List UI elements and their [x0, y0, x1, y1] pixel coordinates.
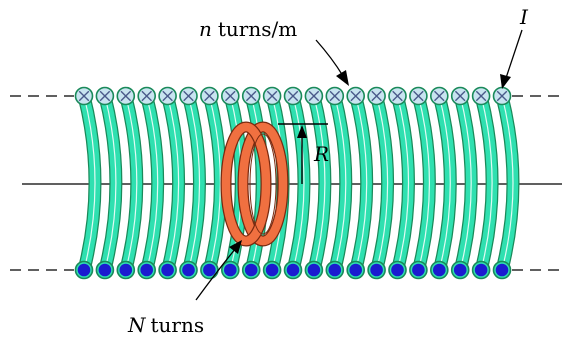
cross-mark	[371, 90, 382, 102]
wire-out-of-page-dot	[307, 263, 321, 277]
cross-mark	[413, 90, 424, 102]
wire-out-of-page-dot	[265, 263, 279, 277]
search-coil	[220, 121, 289, 247]
winding-turn-highlight	[355, 95, 368, 271]
cross-mark	[329, 90, 341, 102]
winding-turn-highlight	[208, 95, 221, 271]
winding-turn-highlight	[167, 95, 180, 271]
cross-mark	[350, 90, 361, 102]
cross-mark	[99, 90, 111, 102]
winding-turn-highlight	[459, 95, 472, 271]
wire-out-of-page-dot	[182, 263, 195, 277]
turn-density-symbol: n	[199, 17, 212, 41]
cross-mark	[245, 90, 257, 102]
coil-turns-symbol: N	[127, 313, 147, 337]
winding-turn-highlight	[438, 95, 451, 271]
wire-out-of-page-dot	[77, 263, 91, 277]
winding-turn-highlight	[146, 95, 159, 271]
solenoid-windings	[77, 89, 520, 277]
wire-out-of-page-dot	[119, 263, 133, 277]
wire-out-of-page-dot	[224, 263, 237, 277]
cross-mark	[287, 90, 299, 102]
coil-turns-unit: turns	[151, 313, 205, 337]
cross-mark	[225, 90, 236, 102]
current-arrowhead	[500, 74, 511, 89]
search-coil-back-ring-fill	[238, 122, 288, 246]
wire-out-of-page-dot	[412, 263, 425, 277]
wire-out-of-page-dot	[203, 263, 216, 277]
turn-density-unit: turns/m	[218, 17, 297, 41]
wire-out-of-page-dot	[349, 263, 363, 277]
winding-turn-highlight	[125, 95, 138, 271]
cross-mark	[392, 90, 403, 102]
wire-out-of-page-dot	[244, 263, 258, 277]
winding-turn-highlight	[104, 95, 117, 271]
cross-mark	[162, 90, 173, 102]
current-label: I	[519, 5, 529, 29]
wire-out-of-page-dot	[474, 263, 488, 277]
cross-mark	[434, 90, 445, 102]
cross-mark	[120, 90, 132, 102]
current-out-of-page-row	[74, 260, 512, 280]
wire-out-of-page-dot	[98, 263, 112, 277]
cross-mark	[204, 90, 215, 102]
winding-turn-highlight	[417, 95, 430, 271]
wire-out-of-page-dot	[391, 263, 404, 277]
winding-turn-highlight	[83, 95, 96, 271]
cross-mark	[475, 90, 487, 102]
current-into-page-row	[74, 86, 512, 106]
wire-out-of-page-dot	[286, 263, 300, 277]
cross-mark	[454, 90, 466, 102]
winding-turn-highlight	[187, 95, 201, 271]
cross-mark	[183, 90, 194, 102]
wire-out-of-page-dot	[370, 263, 383, 277]
cross-mark	[266, 90, 278, 102]
turn-density-arrowhead	[336, 70, 349, 86]
cross-mark	[308, 90, 320, 102]
wire-out-of-page-dot	[328, 263, 342, 277]
current-pointer	[505, 29, 523, 79]
radius-label: R	[313, 142, 329, 166]
wire-out-of-page-dot	[161, 263, 174, 277]
wire-out-of-page-dot	[140, 263, 153, 277]
wire-out-of-page-dot	[495, 263, 509, 277]
winding-turn-highlight	[501, 95, 514, 271]
winding-turn-highlight	[480, 95, 493, 271]
current-annotation: I	[500, 5, 529, 89]
winding-turn-highlight	[292, 95, 305, 271]
coil-turns-arrowhead	[229, 240, 242, 254]
wire-out-of-page-dot	[453, 263, 467, 277]
cross-mark	[78, 90, 90, 102]
cross-mark	[141, 90, 152, 102]
radius-marker: R	[278, 123, 329, 184]
winding-turn-highlight	[334, 95, 347, 271]
winding-turn-highlight	[396, 95, 410, 271]
search-coil-inner-edge	[249, 133, 277, 235]
coil-turns-pointer	[195, 247, 237, 301]
cross-mark	[496, 90, 508, 102]
turn-density-pointer	[315, 39, 344, 77]
radius-arrowhead	[297, 125, 307, 138]
winding-turn-highlight	[313, 95, 326, 271]
wire-out-of-page-dot	[433, 263, 446, 277]
search-coil-front-ring-fill	[221, 122, 271, 246]
winding-turn-highlight	[376, 95, 389, 271]
